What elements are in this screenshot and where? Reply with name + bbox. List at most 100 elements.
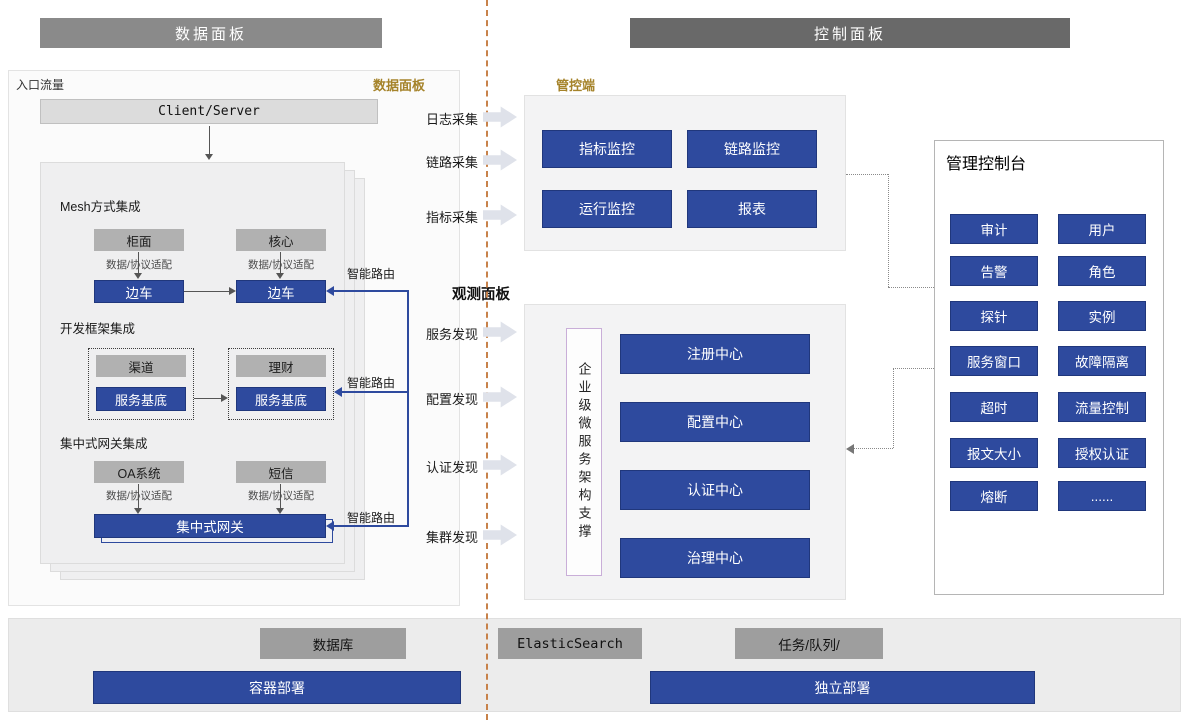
flow-label-config-discover: 配置发现	[425, 392, 478, 407]
gateway-right-arrow-line	[280, 484, 281, 508]
flow-chevron-icon	[483, 204, 517, 226]
console-service-link-head	[846, 444, 854, 454]
mesh-right-arrow-line	[280, 252, 281, 273]
framework-link-line	[194, 398, 221, 399]
flow-chevron-icon	[483, 454, 517, 476]
flow-chevron-icon	[483, 321, 517, 343]
task-queue-box: 任务/队列/	[735, 628, 883, 659]
service-base-left-box: 服务基底	[96, 387, 186, 411]
audit-button: 审计	[950, 214, 1038, 244]
core-box: 核心	[236, 229, 326, 251]
flow-chevron-icon	[483, 106, 517, 128]
flow-label-log-collect: 日志采集	[425, 112, 478, 127]
route3-arrow-head	[326, 521, 334, 531]
framework-section-title: 开发框架集成	[60, 322, 136, 336]
mesh-left-arrow-line	[138, 252, 139, 273]
flow-chevron-icon	[483, 386, 517, 408]
flow-label-service-discover: 服务发现	[425, 327, 478, 342]
console-service-link-h2	[853, 448, 893, 449]
monitor-console-link-v	[888, 174, 889, 287]
report-button: 报表	[687, 190, 817, 228]
gateway-section-title: 集中式网关集成	[60, 437, 148, 451]
channel-box: 渠道	[96, 355, 186, 377]
entry-traffic-label: 入口流量	[16, 78, 65, 92]
registry-center-box: 注册中心	[620, 334, 810, 374]
central-gateway-box: 集中式网关	[94, 514, 326, 538]
metric-monitor-button: 指标监控	[542, 130, 672, 168]
flow-label-trace-collect: 链路采集	[425, 155, 478, 170]
client-server-arrow-line	[209, 126, 210, 154]
management-console-title: 管理控制台	[946, 156, 1027, 173]
trace-monitor-button: 链路监控	[687, 130, 817, 168]
framework-left-group	[88, 348, 194, 420]
protocol-adapter-label: 数据/协议适配	[106, 490, 172, 502]
flow-label-metric-collect: 指标采集	[425, 210, 478, 225]
elasticsearch-box: ElasticSearch	[498, 628, 642, 659]
flow-control-button: 流量控制	[1058, 392, 1146, 422]
sidecar-link-head	[229, 287, 236, 295]
monitor-console-link-h2	[888, 287, 934, 288]
smart-route-label: 智能路由	[347, 376, 396, 390]
client-server-box: Client/Server	[40, 99, 378, 124]
control-panel-banner: 控制面板	[630, 18, 1070, 48]
observe-panel-title: 观测面板	[452, 287, 510, 303]
runtime-monitor-button: 运行监控	[542, 190, 672, 228]
control-side-label: 管控端	[556, 78, 596, 93]
governance-center-box: 治理中心	[620, 538, 810, 578]
route1-line	[334, 290, 409, 292]
protocol-adapter-label: 数据/协议适配	[106, 259, 172, 271]
message-size-button: 报文大小	[950, 438, 1038, 468]
standalone-deploy-box: 独立部署	[650, 671, 1035, 704]
alert-button: 告警	[950, 256, 1038, 286]
route1-arrow-head	[326, 286, 334, 296]
console-service-link-v	[893, 368, 894, 448]
panel-divider-line	[486, 0, 488, 720]
database-box: 数据库	[260, 628, 406, 659]
flow-chevron-icon	[483, 524, 517, 546]
timeout-button: 超时	[950, 392, 1038, 422]
mesh-left-arrow-head	[134, 273, 142, 279]
route2-line	[342, 391, 409, 393]
sidecar-left-box: 边车	[94, 280, 184, 303]
sms-box: 短信	[236, 461, 326, 483]
client-server-arrow-head	[205, 154, 213, 160]
service-window-button: 服务窗口	[950, 346, 1038, 376]
sidecar-link-line	[184, 291, 229, 292]
authorization-button: 授权认证	[1058, 438, 1146, 468]
service-base-right-box: 服务基底	[236, 387, 326, 411]
route2-arrow-head	[334, 387, 342, 397]
gateway-left-arrow-line	[138, 484, 139, 508]
flow-label-auth-discover: 认证发现	[425, 460, 478, 475]
smart-route-label: 智能路由	[347, 267, 396, 281]
data-panel-label: 数据面板	[372, 78, 425, 93]
flow-chevron-icon	[483, 149, 517, 171]
smart-route-label: 智能路由	[347, 511, 396, 525]
protocol-adapter-label: 数据/协议适配	[248, 490, 314, 502]
monitor-console-link-h1	[846, 174, 888, 175]
fault-isolation-button: 故障隔离	[1058, 346, 1146, 376]
framework-right-group	[228, 348, 334, 420]
framework-link-head	[221, 394, 228, 402]
flow-label-cluster-discover: 集群发现	[425, 530, 478, 545]
mesh-right-arrow-head	[276, 273, 284, 279]
config-center-box: 配置中心	[620, 402, 810, 442]
role-button: 角色	[1058, 256, 1146, 286]
circuit-break-button: 熔断	[950, 481, 1038, 511]
route-trunk-line	[407, 290, 409, 527]
probe-button: 探针	[950, 301, 1038, 331]
wealth-box: 理财	[236, 355, 326, 377]
oa-system-box: OA系统	[94, 461, 184, 483]
gateway-left-arrow-head	[134, 508, 142, 514]
route3-line	[334, 525, 409, 527]
container-deploy-box: 容器部署	[93, 671, 461, 704]
mesh-section-title: Mesh方式集成	[60, 200, 141, 214]
sidecar-right-box: 边车	[236, 280, 326, 303]
console-service-link-h1	[893, 368, 934, 369]
more-button: ......	[1058, 481, 1146, 511]
protocol-adapter-label: 数据/协议适配	[248, 259, 314, 271]
instance-button: 实例	[1058, 301, 1146, 331]
auth-center-box: 认证中心	[620, 470, 810, 510]
microservice-vertical-label: 企业级微服务架构支撑	[566, 328, 602, 576]
data-panel-banner: 数据面板	[40, 18, 382, 48]
